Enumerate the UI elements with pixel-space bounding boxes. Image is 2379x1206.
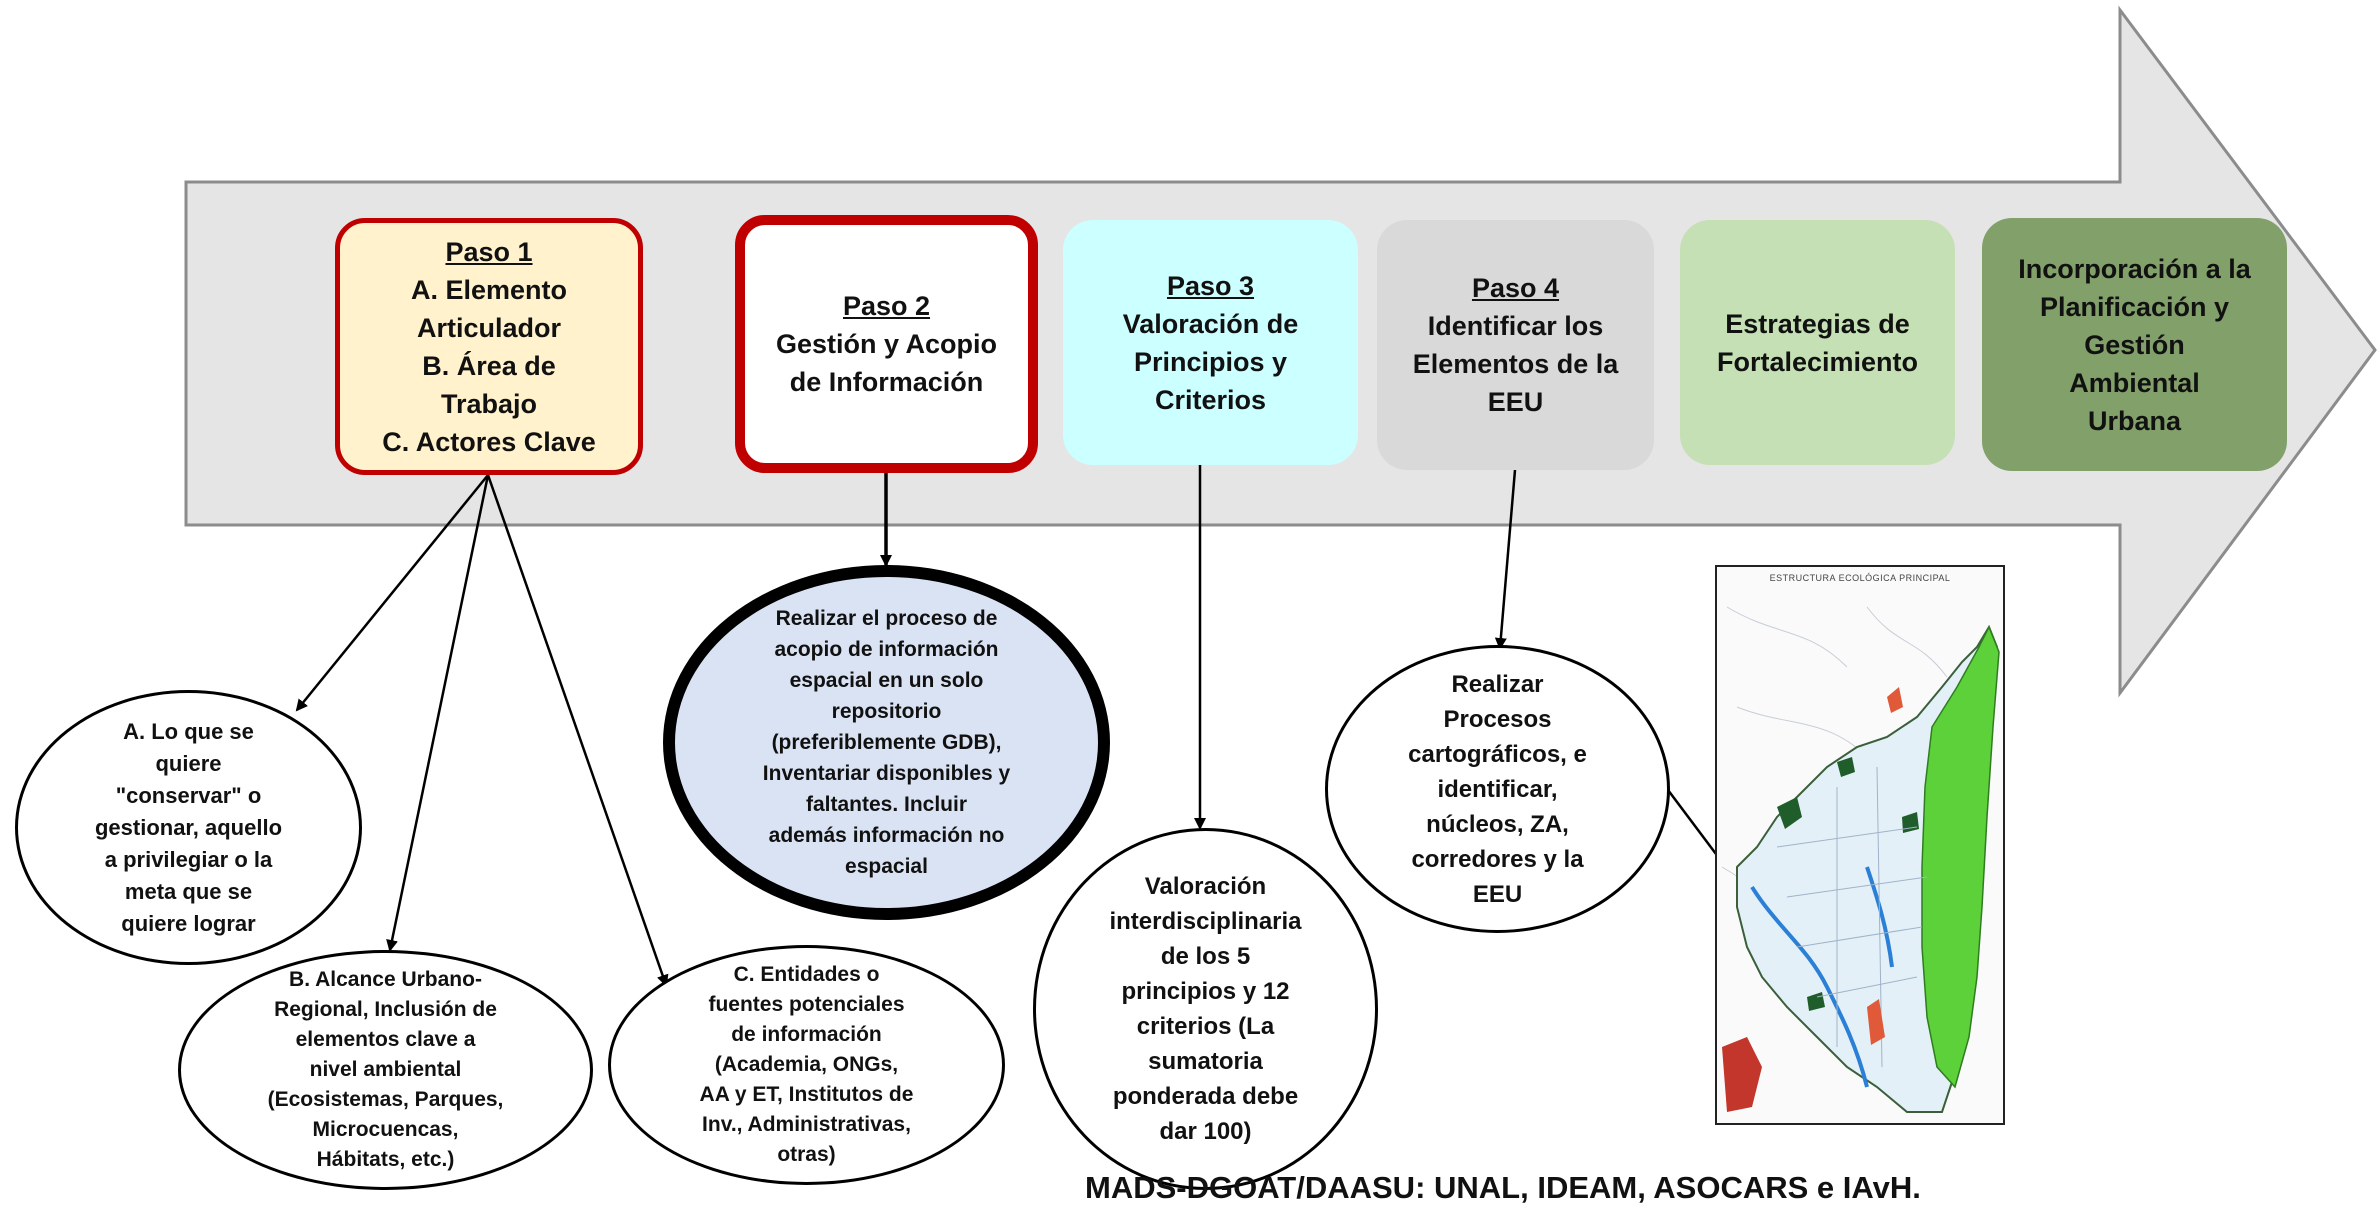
paso3-line2: Principios y: [1133, 346, 1288, 377]
ellipse-valoracion-line: sumatoria: [1148, 1048, 1263, 1075]
credit-line: MADS-DGOAT/DAASU: UNAL, IDEAM, ASOCARS e…: [1085, 1170, 1921, 1205]
ellipse-acopio-line: espacial: [845, 855, 928, 878]
connector-paso1-a: [295, 474, 489, 712]
ellipse-procesos-line: corredores y la: [1411, 845, 1584, 873]
step-paso1: Paso 1 A. Elemento Articulador B. Área d…: [335, 218, 643, 475]
connector-procesos-map: [1667, 789, 1723, 863]
ellipse-acopio-line: repositorio: [831, 700, 942, 723]
paso1-line4: Trabajo: [440, 388, 538, 419]
paso2-line1: Gestión y Acopio: [775, 329, 998, 359]
paso1-line1: A. Elemento: [410, 274, 568, 305]
ellipse-acopio-line: Inventariar disponibles y: [762, 762, 1011, 785]
connector-paso1-c: [486, 474, 669, 987]
ellipse-c-line: de información: [731, 1023, 882, 1046]
ellipse-acopio: Realizar el proceso de acopio de informa…: [663, 565, 1110, 920]
ellipse-a-line: "conservar" o: [115, 782, 262, 808]
ellipse-valoracion-line: ponderada debe: [1112, 1083, 1299, 1110]
ellipse-a-line: quiere lograr: [121, 910, 256, 936]
ellipse-valoracion: Valoración interdisciplinaria de los 5 p…: [1033, 828, 1378, 1190]
ellipse-valoracion-line: Valoración: [1144, 873, 1267, 900]
ellipse-acopio-line: faltantes. Incluir: [805, 793, 968, 816]
incorporacion-line5: Urbana: [2087, 405, 2182, 436]
ellipse-a-line: A. Lo que se: [123, 718, 254, 744]
step-paso3: Paso 3 Valoración de Principios y Criter…: [1063, 220, 1358, 465]
incorporacion-line3: Gestión: [2084, 329, 2185, 360]
paso2-line2: de Información: [789, 367, 984, 397]
step-paso4: Paso 4 Identificar los Elementos de la E…: [1377, 220, 1654, 470]
paso2-title: Paso 2: [842, 291, 931, 321]
paso4-line3: EEU: [1487, 387, 1544, 417]
step-paso2: Paso 2 Gestión y Acopio de Información: [735, 215, 1038, 473]
paso4-line1: Identificar los: [1427, 311, 1604, 341]
ellipse-valoracion-line: principios y 12: [1121, 978, 1290, 1005]
ellipse-c-line: AA y ET, Institutos de: [699, 1083, 914, 1106]
connector-paso4-procesos: [1494, 469, 1517, 650]
ellipse-c-line: fuentes potenciales: [708, 993, 905, 1016]
ellipse-procesos-line: cartográficos, e: [1408, 740, 1587, 768]
ellipse-valoracion-line: de los 5: [1160, 943, 1251, 970]
ellipse-procesos-line: identificar,: [1437, 775, 1558, 803]
ellipse-valoracion-line: interdisciplinaria: [1109, 908, 1302, 935]
paso1-line5: C. Actores Clave: [382, 426, 596, 457]
ellipse-a-line: gestionar, aquello: [94, 814, 283, 840]
paso3-title: Paso 3: [1166, 270, 1255, 301]
ellipse-c-line: (Academia, ONGs,: [714, 1053, 899, 1076]
paso3-line3: Criterios: [1154, 384, 1267, 415]
paso1-title: Paso 1: [445, 236, 533, 267]
ellipse-procesos-line: EEU: [1472, 880, 1523, 908]
paso1-line2: Articulador: [416, 312, 562, 343]
ellipse-b-line: Hábitats, etc.): [316, 1148, 455, 1171]
estrategias-line2: Fortalecimiento: [1716, 346, 1919, 377]
step-incorporacion: Incorporación a la Planificación y Gesti…: [1982, 218, 2287, 471]
ellipse-procesos-line: Procesos: [1443, 705, 1552, 733]
paso1-line3: B. Área de: [422, 350, 556, 381]
ellipse-c-line: C. Entidades o: [733, 963, 880, 986]
ellipse-a-line: a privilegiar o la: [104, 846, 273, 872]
ellipse-acopio-line: Realizar el proceso de: [775, 607, 998, 630]
estrategias-line1: Estrategias de: [1725, 308, 1910, 339]
ellipse-c-entidades: C. Entidades o fuentes potenciales de in…: [608, 945, 1005, 1185]
ecological-structure-map: ESTRUCTURA ECOLÓGICA PRINCIPAL: [1715, 565, 2005, 1125]
ellipse-a-line: quiere: [155, 750, 222, 776]
ellipse-b-line: Microcuencas,: [312, 1118, 459, 1141]
connector-paso1-b: [386, 474, 490, 952]
ellipse-c-line: Inv., Administrativas,: [702, 1113, 911, 1136]
ellipse-b-line: B. Alcance Urbano-: [289, 968, 482, 991]
ellipse-a-line: meta que se: [124, 878, 253, 904]
map-title: ESTRUCTURA ECOLÓGICA PRINCIPAL: [1769, 573, 1951, 583]
ellipse-b-line: Regional, Inclusión de: [274, 998, 497, 1021]
step-estrategias: Estrategias de Fortalecimiento: [1680, 220, 1955, 465]
paso4-title: Paso 4: [1471, 273, 1560, 303]
ellipse-procesos: Realizar Procesos cartográficos, e ident…: [1325, 645, 1670, 933]
map-drawing: [1721, 606, 2000, 1113]
ellipse-acopio-line: (preferiblemente GDB),: [771, 731, 1002, 754]
ellipse-b-alcance: B. Alcance Urbano- Regional, Inclusión d…: [178, 950, 593, 1190]
ellipse-procesos-line: núcleos, ZA,: [1426, 810, 1569, 838]
ellipse-acopio-line: espacial en un solo: [789, 669, 984, 692]
ellipse-c-line: otras): [777, 1143, 836, 1166]
ellipse-valoracion-line: dar 100): [1159, 1118, 1252, 1145]
ellipse-a-conservar: A. Lo que se quiere "conservar" o gestio…: [15, 690, 362, 965]
paso4-line2: Elementos de la: [1412, 349, 1619, 379]
ellipse-acopio-line: además información no: [768, 824, 1005, 847]
ellipse-b-line: nivel ambiental: [309, 1058, 462, 1081]
ellipse-acopio-line: acopio de información: [774, 638, 999, 661]
incorporacion-line4: Ambiental: [2069, 367, 2200, 398]
ellipse-valoracion-line: criterios (La: [1136, 1013, 1275, 1040]
ellipse-b-line: elementos clave a: [295, 1028, 476, 1051]
ellipse-procesos-line: Realizar: [1451, 670, 1544, 698]
incorporacion-line1: Incorporación a la: [2018, 253, 2251, 284]
paso3-line1: Valoración de: [1122, 308, 1299, 339]
incorporacion-line2: Planificación y: [2039, 291, 2230, 322]
ellipse-b-line: (Ecosistemas, Parques,: [267, 1088, 504, 1111]
